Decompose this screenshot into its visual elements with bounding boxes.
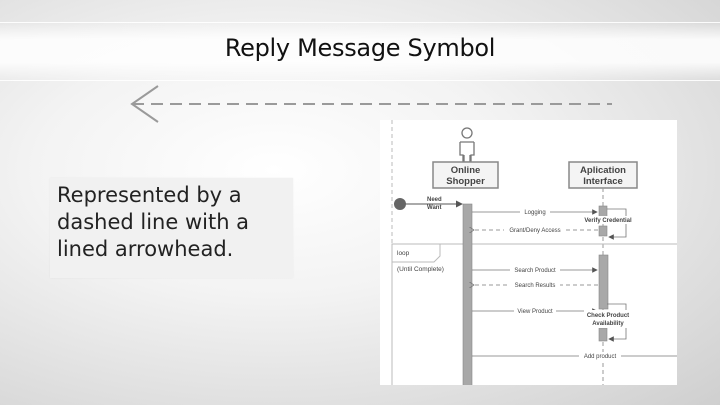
label-view-product: View Product — [517, 309, 553, 315]
loop-guard: (Until Complete) — [397, 266, 444, 273]
title-rule-bottom — [0, 80, 720, 81]
label-add-product: Add product — [584, 354, 617, 360]
label-check-line2: Availability — [592, 321, 624, 327]
participant-app-line2: Interface — [583, 176, 623, 187]
description-text: Represented by a dashed line with a line… — [57, 183, 250, 261]
slide-title: Reply Message Symbol — [224, 34, 496, 62]
label-verify: Verify Credential — [584, 218, 632, 224]
label-bg-logging — [520, 208, 550, 216]
label-bg-grant — [504, 226, 566, 234]
description-box: Represented by a dashed line with a line… — [50, 178, 293, 278]
loop-operator: loop — [397, 250, 410, 257]
app-activation-3 — [598, 254, 609, 310]
reply-message-symbol — [130, 85, 612, 123]
label-search-results: Search Results — [515, 283, 556, 289]
label-search-product: Search Product — [514, 268, 556, 274]
initial-message-dot — [394, 198, 406, 210]
label-check-line1: Check Product — [587, 313, 629, 319]
label-bg-check — [584, 310, 632, 328]
sequence-diagram-svg: Online Shopper Aplication Interface loop… — [391, 120, 677, 385]
label-grant: Grant/Deny Access — [509, 228, 560, 234]
initial-message-line2: Want — [427, 205, 441, 211]
participant-shopper-line1: Online — [451, 165, 481, 176]
participant-shopper-line2: Shopper — [446, 176, 485, 187]
user-actor-icon — [459, 127, 475, 163]
loop-fragment — [391, 243, 677, 385]
label-bg-search-product — [510, 266, 560, 274]
title-band — [0, 22, 720, 80]
label-bg-verify — [582, 216, 634, 224]
label-bg-view-product — [514, 307, 556, 315]
initial-message-line1: Need — [427, 197, 442, 203]
label-bg-add-product — [579, 352, 621, 360]
participant-app-line1: Aplication — [580, 165, 626, 176]
loop-fragment-tab — [392, 243, 441, 263]
participant-online-shopper — [432, 161, 499, 189]
sequence-diagram: Online Shopper Aplication Interface loop… — [380, 120, 677, 385]
app-activation-4 — [598, 327, 608, 342]
title-rule-top — [0, 22, 720, 23]
label-bg-search-results — [510, 281, 560, 289]
app-activation-2 — [598, 225, 608, 237]
label-logging: Logging — [524, 210, 545, 216]
shopper-activation-bar — [462, 203, 473, 385]
